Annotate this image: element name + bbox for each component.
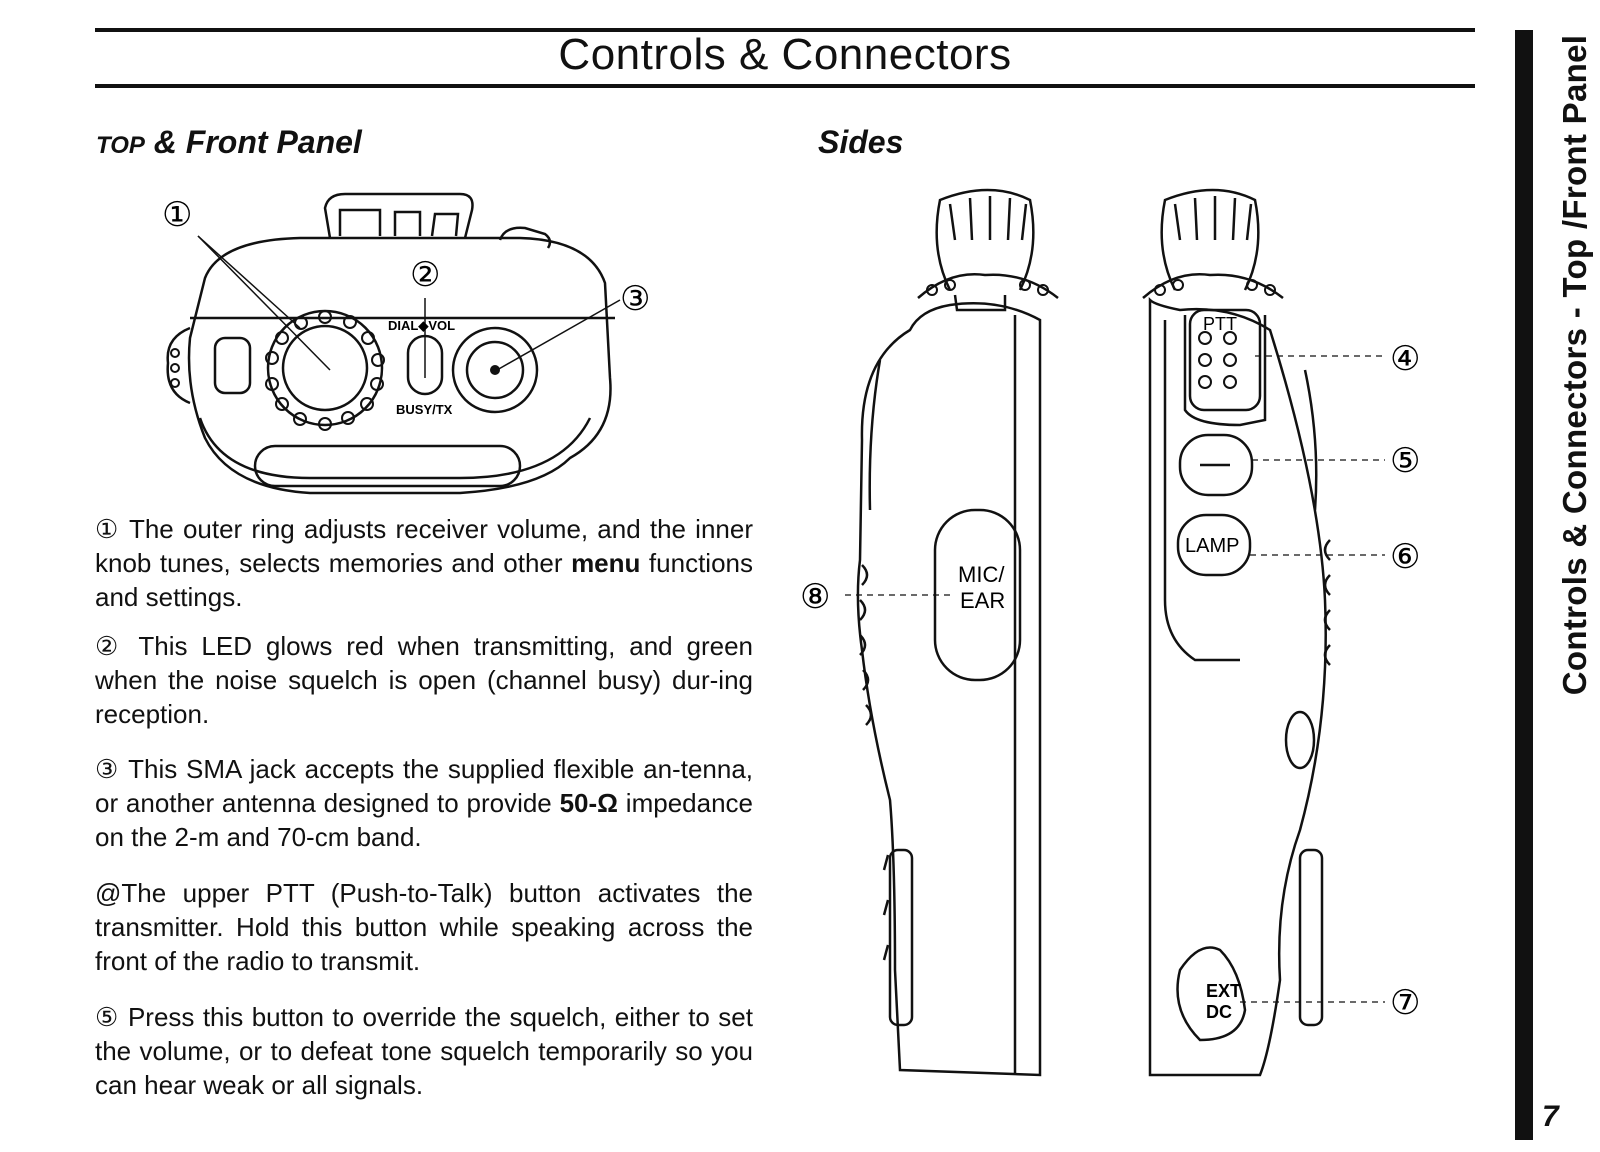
- heading-front-panel: & Front Panel: [144, 124, 362, 160]
- label-ear: EAR: [960, 588, 1005, 613]
- sides-heading: Sides: [818, 124, 904, 160]
- side-tab-bar: [1515, 30, 1533, 1140]
- desc-3-marker: ③: [95, 754, 120, 784]
- desc-1-bold: menu: [571, 548, 641, 578]
- desc-2-text: This LED glows red when transmitting, an…: [95, 631, 753, 729]
- desc-3-bold: 50-Ω: [559, 788, 618, 818]
- callout-2: ②: [410, 256, 440, 294]
- desc-4-text: The upper PTT (Push-to-Talk) button acti…: [95, 878, 753, 976]
- page-title: Controls & Connectors: [558, 30, 1012, 79]
- label-lamp: LAMP: [1185, 535, 1239, 557]
- desc-1-text-after: functions and settings.: [95, 548, 753, 612]
- heading-top-word: TOP: [96, 132, 145, 159]
- callout-8: ⑧: [800, 578, 830, 616]
- label-ptt: PTT: [1203, 314, 1237, 334]
- callout-4: ④: [1390, 340, 1420, 378]
- desc-5-text: Press this button to override the squelc…: [95, 1002, 753, 1100]
- desc-5-marker: ⑤: [95, 1002, 120, 1032]
- desc-4-marker: @: [95, 878, 122, 908]
- desc-3-text: This SMA jack accepts the supplied flexi…: [95, 754, 754, 818]
- description-1: ① The outer ring adjusts receiver volume…: [95, 512, 753, 614]
- callout-6: ⑥: [1390, 538, 1420, 576]
- callout-1: ①: [162, 196, 192, 234]
- side-section-title: Controls & Connectors - Top /Front Panel: [1556, 34, 1593, 696]
- callout-3: ③: [620, 280, 650, 318]
- top-panel-diagram: ① ② ③ DIAL◆VOL BUSY/TX: [162, 192, 650, 495]
- top-panel-heading: TOP & Front Panel: [96, 124, 362, 161]
- label-dc: DC: [1206, 1002, 1232, 1022]
- desc-3-text-after: impedance on the 2-m and 70-cm band.: [95, 788, 753, 852]
- desc-2-marker: ②: [95, 631, 125, 661]
- description-2: ② This LED glows red when transmitting, …: [95, 629, 753, 731]
- label-mic: MIC/: [958, 562, 1005, 587]
- callout-5: ⑤: [1390, 442, 1420, 480]
- label-dial-vol: DIAL◆VOL: [388, 318, 455, 333]
- sides-diagram: ④ ⑤ ⑥ ⑦ ⑧ PTT LAMP MIC/ EAR EXT DC: [800, 188, 1420, 1077]
- description-4: @The upper PTT (Push-to-Talk) button act…: [95, 876, 753, 978]
- label-ext: EXT: [1206, 981, 1241, 1001]
- callout-7: ⑦: [1390, 984, 1420, 1022]
- description-3: ③ This SMA jack accepts the supplied fle…: [95, 752, 753, 854]
- header-rule-top: [95, 28, 1475, 32]
- label-busy-tx: BUSY/TX: [396, 402, 453, 417]
- desc-1-marker: ①: [95, 514, 121, 544]
- desc-1-text: The outer ring adjusts receiver volume, …: [95, 514, 753, 578]
- description-5: ⑤ Press this button to override the sque…: [95, 1000, 753, 1102]
- page-number: 7: [1542, 1100, 1559, 1133]
- header-rule-bottom: [95, 84, 1475, 88]
